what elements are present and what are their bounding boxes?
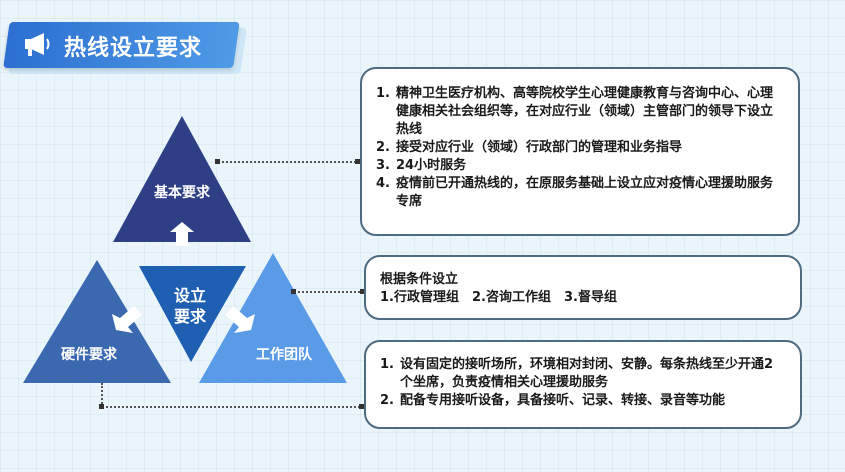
center-label: 设立 要求: [160, 285, 220, 327]
hardware-box: 1.设有固定的接听场所，环境相对封闭、安静。每条热线至少开通2个坐席，负责疫情相…: [364, 340, 802, 429]
list-item: 2.配备专用接听设备，具备接听、记录、转接、录音等功能: [380, 393, 726, 408]
connector-dot: [355, 159, 360, 164]
arrow-right-down-icon: [225, 306, 255, 333]
hardware-list: 1.设有固定的接听场所，环境相对封闭、安静。每条热线至少开通2个坐席，负责疫情相…: [380, 356, 786, 410]
page-title: 热线设立要求: [64, 36, 203, 61]
connector-dot: [360, 289, 365, 294]
list-item: 4.疫情前已开通热线的，在原服务基础上设立应对疫情心理援助服务专席: [376, 176, 774, 209]
right-triangle-team: [199, 253, 347, 383]
list-item: 1.设有固定的接听场所，环境相对封闭、安静。每条热线至少开通2个坐席，负责疫情相…: [380, 357, 774, 390]
right-triangle-label: 工作团队: [256, 347, 312, 363]
center-label-line2: 要求: [173, 307, 206, 326]
connector-basic: [218, 161, 360, 163]
connector-team: [294, 291, 364, 293]
center-label-line1: 设立: [173, 286, 206, 305]
connector-dot: [99, 404, 104, 409]
list-item: 3.24小时服务: [376, 158, 467, 173]
list-item: 1.精神卫生医疗机构、高等院校学生心理健康教育与咨询中心、心理健康相关社会组织等…: [376, 86, 774, 137]
connector-hardware: [101, 406, 364, 408]
connector-dot: [291, 289, 296, 294]
connector-hardware: [101, 383, 103, 407]
list-item: 2.接受对应行业（领域）行政部门的管理和业务指导: [376, 140, 683, 155]
top-triangle-label: 基本要求: [154, 185, 210, 201]
team-box: 根据条件设立 1.行政管理组 2.咨询工作组 3.督导组: [364, 255, 802, 320]
team-line1: 根据条件设立: [380, 272, 459, 287]
center-triangle: [139, 266, 246, 362]
basic-requirements-box: 1.精神卫生医疗机构、高等院校学生心理健康教育与咨询中心、心理健康相关社会组织等…: [360, 67, 800, 236]
megaphone-icon: [22, 31, 52, 61]
connector-dot: [359, 404, 364, 409]
connector-dot: [215, 159, 220, 164]
arrow-left-down-icon: [112, 306, 142, 333]
top-triangle-basic: [113, 116, 251, 242]
team-line2: 1.行政管理组 2.咨询工作组 3.督导组: [380, 290, 617, 305]
left-triangle-hardware: [23, 260, 171, 383]
banner-content: 热线设立要求: [22, 26, 202, 66]
left-triangle-label: 硬件要求: [61, 347, 117, 363]
arrow-up-icon: [170, 222, 194, 246]
basic-requirements-list: 1.精神卫生医疗机构、高等院校学生心理健康教育与咨询中心、心理健康相关社会组织等…: [376, 85, 784, 211]
